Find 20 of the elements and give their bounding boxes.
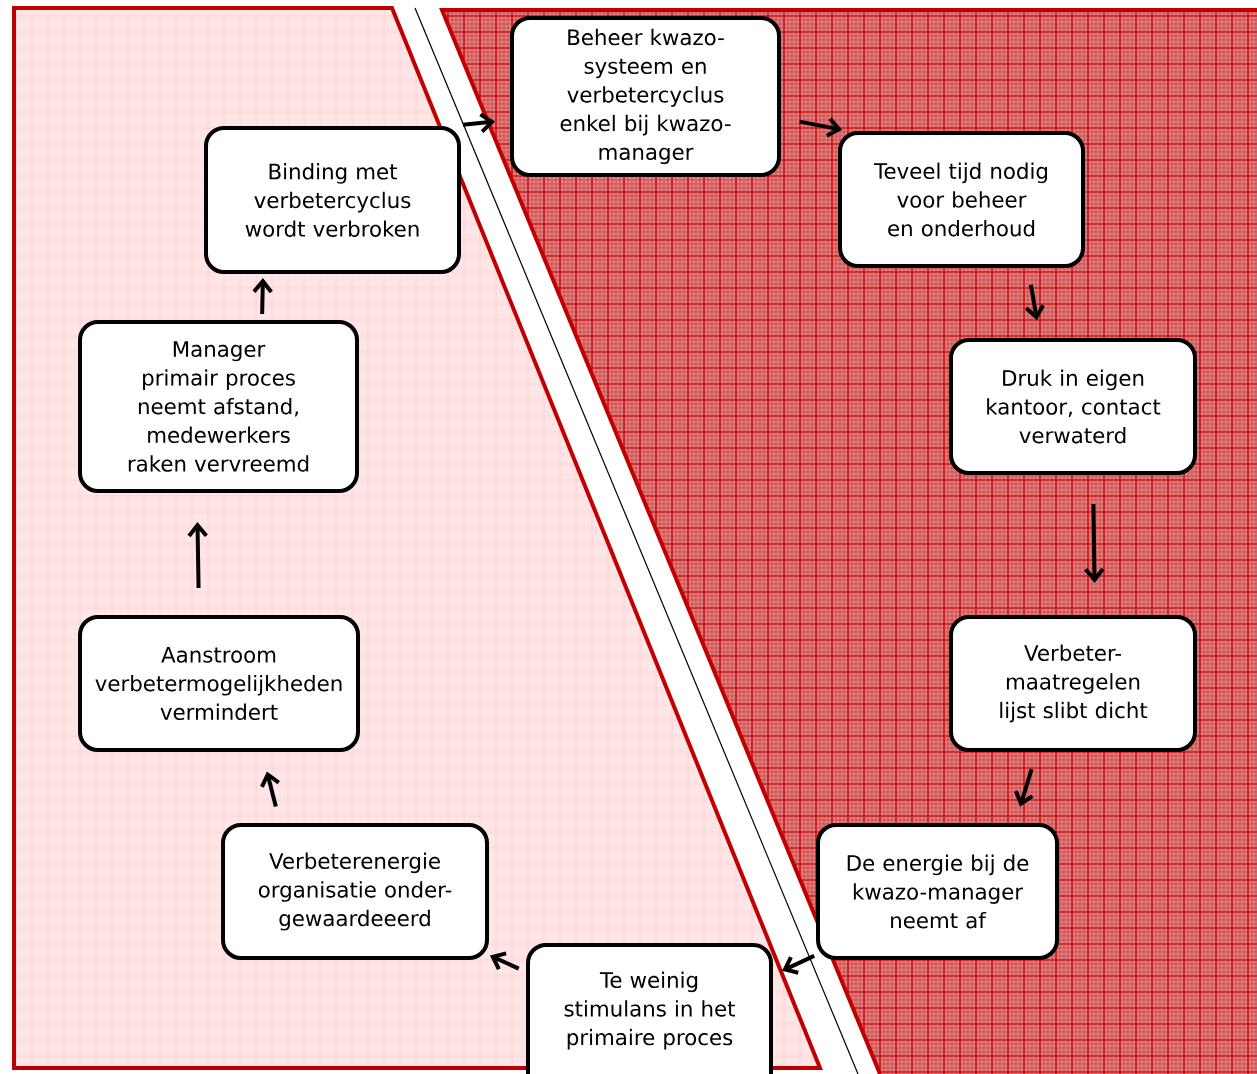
arrow [489, 951, 520, 971]
arrow [252, 278, 273, 315]
process-box: Druk in eigen kantoor, contact verwaterd [949, 338, 1197, 475]
arrow [1084, 503, 1105, 583]
process-box: Aanstroom verbetermogelijkheden vermindert [78, 615, 360, 752]
arrow [260, 771, 280, 807]
process-box: Verbeter-maatregelen lijst slibt dicht [949, 615, 1197, 752]
arrow [799, 117, 843, 138]
process-box: Beheer kwazo-systeem en verbetercyclus enkel bij kwazo-manager [510, 16, 781, 177]
process-box: De energie bij de kwazo-manager neemt af [816, 823, 1059, 960]
process-box: Manager primair proces neemt afstand, medewerkers raken vervreemd [78, 320, 359, 493]
process-box: Teveel tijd nodig voor beheer en onderhoud [838, 131, 1085, 268]
arrow [1014, 768, 1034, 807]
process-box: Verbeterenergie organisatie onder-gewaardeeerd [221, 823, 489, 960]
arrow [187, 522, 208, 589]
arrow [782, 954, 816, 975]
process-box: Binding met verbetercyclus wordt verbroken [204, 126, 461, 274]
process-box: Te weinig stimulans in het primaire proces [526, 943, 773, 1074]
arrow [462, 112, 496, 133]
arrow [1024, 284, 1045, 321]
